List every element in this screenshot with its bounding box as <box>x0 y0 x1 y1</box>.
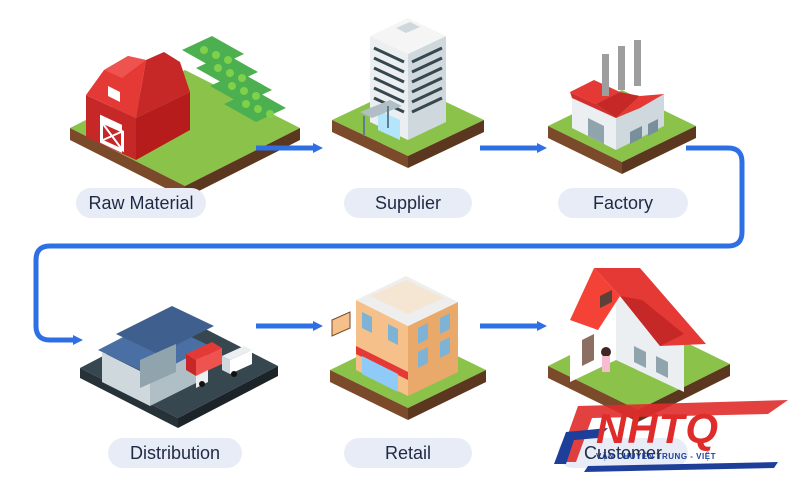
warehouse-trucks-icon <box>80 306 278 428</box>
factory-icon <box>548 40 696 174</box>
stage-label-retail: Retail <box>344 438 472 468</box>
office-building-icon <box>332 18 484 168</box>
house-icon <box>548 268 730 422</box>
stage-label-supplier: Supplier <box>344 188 472 218</box>
farm-barn-icon <box>70 36 300 198</box>
stage-label-factory: Factory <box>558 188 688 218</box>
nhtq-logo <box>554 400 788 472</box>
stage-label-customer: Customer <box>558 438 688 468</box>
retail-store-icon <box>330 276 486 420</box>
arrow-factory-to-distribution <box>33 145 745 345</box>
stage-label-raw-material: Raw Material <box>76 188 206 218</box>
logo-tagline: VẬN CHUYỂN TRUNG - VIỆT <box>596 452 716 461</box>
logo-brand-text: NHTQ <box>596 405 719 452</box>
stage-label-distribution: Distribution <box>108 438 242 468</box>
